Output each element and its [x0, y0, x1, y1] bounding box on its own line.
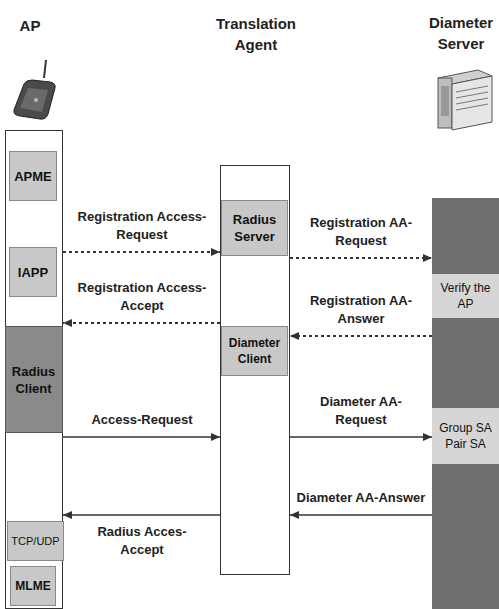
box-label: Verify the AP [435, 280, 496, 312]
apme-box: APME [9, 151, 57, 201]
ap-column: APAPMEIAPPRadius ClientTCP/UDPMLME [5, 130, 63, 609]
dotted-arrow [63, 322, 220, 324]
column-heading: Diameter Server [425, 12, 497, 54]
message-label: Access-Request [67, 411, 217, 429]
box-label: Radius Client [9, 363, 59, 397]
solid-arrow [63, 514, 220, 516]
box-label: Radius Server [225, 211, 284, 245]
box-label: APME [14, 168, 52, 185]
access-point-icon [14, 60, 55, 119]
dotted-arrow [63, 251, 220, 253]
radius-server-box: Radius Server [221, 200, 288, 256]
radius-client-box: Radius Client [5, 326, 63, 433]
box-label: MLME [15, 578, 50, 594]
column-heading: AP [1, 15, 59, 36]
box-label: Diameter Client [225, 335, 284, 367]
translation-agent-column: Translation AgentRadius ServerDiameter C… [220, 165, 290, 575]
message-label: Registration AA-Answer [296, 292, 426, 328]
message-label: Registration AA-Request [296, 214, 426, 250]
message-label: Registration Access-Accept [67, 279, 217, 315]
message-label: Diameter AA-Request [296, 393, 426, 429]
tcp-udp-box: TCP/UDP [7, 521, 64, 561]
message-label: Registration Access-Request [67, 208, 217, 244]
diameter-server-column: Diameter ServerVerify the APGroup SA Pai… [432, 198, 499, 609]
diameter-client-box: Diameter Client [221, 326, 288, 376]
sa-box: Group SA Pair SA [432, 408, 499, 464]
verify-box: Verify the AP [432, 274, 499, 318]
solid-arrow [290, 436, 432, 438]
box-label: Group SA Pair SA [435, 420, 496, 452]
server-icon [438, 70, 492, 130]
message-label: Diameter AA-Answer [296, 489, 426, 507]
mlme-box: MLME [10, 566, 56, 606]
dotted-arrow [290, 335, 432, 337]
solid-arrow [63, 436, 220, 438]
column-heading: Translation Agent [196, 13, 316, 55]
solid-arrow [290, 514, 432, 516]
dotted-arrow [290, 257, 432, 259]
iapp-box: IAPP [9, 247, 57, 297]
message-label: Radius Acces-Accept [82, 523, 202, 559]
box-label: TCP/UDP [11, 534, 59, 548]
box-label: IAPP [18, 264, 48, 281]
